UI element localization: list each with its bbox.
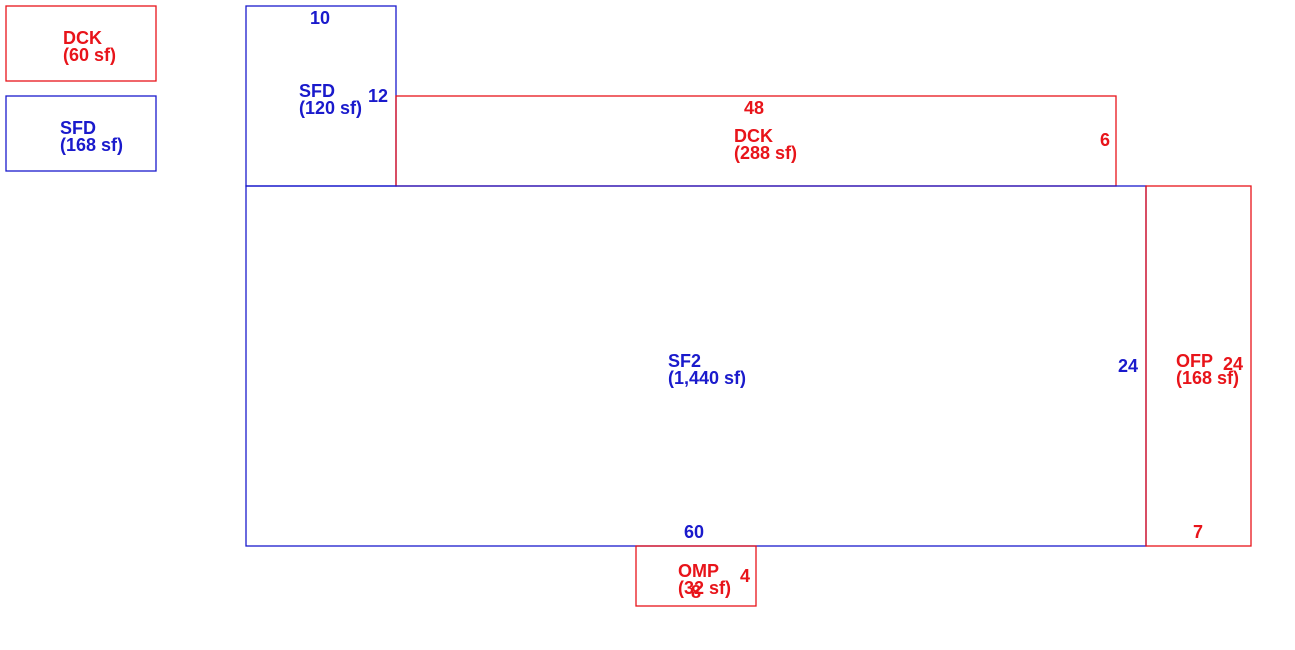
dck-main-dim-right: 6 — [1100, 130, 1110, 150]
dck-main-code: DCK — [734, 126, 773, 146]
sf2-dim-bottom: 60 — [684, 522, 704, 542]
ofp-area: (168 sf) — [1176, 368, 1239, 388]
sf2-dim-right: 24 — [1118, 356, 1138, 376]
omp-box — [635, 545, 757, 607]
legend-dck-area: (60 sf) — [63, 45, 116, 65]
legend-sfd-box — [5, 95, 157, 172]
sfd-top-dim-top: 10 — [310, 8, 330, 28]
dck-main-area: (288 sf) — [734, 143, 797, 163]
ofp-dim-right: 24 — [1223, 354, 1243, 374]
sf2-area: (1,440 sf) — [668, 368, 746, 388]
sfd-top-area: (120 sf) — [299, 98, 362, 118]
omp-dim-right: 4 — [740, 566, 750, 586]
omp-dim-bottom: 8 — [691, 582, 701, 602]
legend-sfd-code: SFD — [60, 118, 96, 138]
legend-sfd-area: (168 sf) — [60, 135, 123, 155]
sfd-top-dim-right: 12 — [368, 86, 388, 106]
ofp-box — [1145, 185, 1252, 547]
omp-code: OMP — [678, 561, 719, 581]
dck-main-dim-top: 48 — [744, 98, 764, 118]
ofp-code: OFP — [1176, 351, 1213, 371]
sf2-code: SF2 — [668, 351, 701, 371]
ofp-dim-bottom: 7 — [1193, 522, 1203, 542]
legend-dck-box — [5, 5, 157, 82]
legend-dck-code: DCK — [63, 28, 102, 48]
sfd-top-code: SFD — [299, 81, 335, 101]
omp-area: (32 sf) — [678, 578, 731, 598]
